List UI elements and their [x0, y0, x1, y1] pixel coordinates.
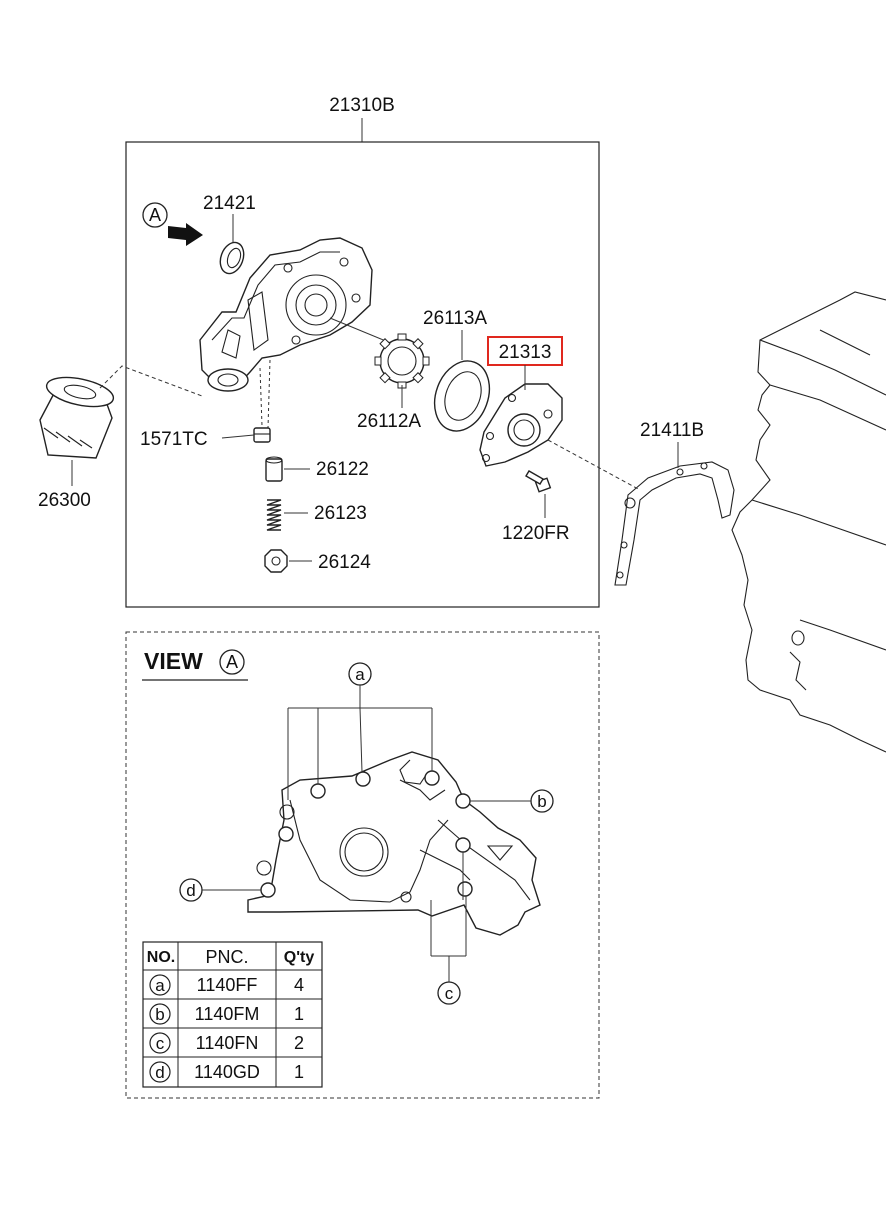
label-21421[interactable]: 21421	[203, 193, 256, 214]
label-21313[interactable]: 21313	[499, 342, 552, 363]
svg-text:a: a	[355, 665, 365, 684]
svg-text:b: b	[537, 792, 546, 811]
view-title-marker: A	[219, 649, 245, 675]
callout-d[interactable]: d	[179, 878, 203, 902]
plunger-26122[interactable]	[265, 456, 283, 482]
leader-1571TC	[221, 434, 255, 439]
filter-mount-dashline	[99, 365, 203, 397]
table-row-c-qty: 2	[294, 1033, 304, 1053]
view-a-marker[interactable]: A	[142, 202, 168, 228]
label-21411B[interactable]: 21411B	[640, 420, 704, 441]
assembly-box	[125, 141, 600, 608]
bolt-hole-b[interactable]	[455, 793, 471, 809]
table-row-c-no: c	[156, 1034, 165, 1053]
callout-a[interactable]: a	[348, 662, 372, 686]
spring-26123[interactable]	[266, 499, 282, 531]
table-row-a-pnc[interactable]: 1140FF	[197, 975, 258, 995]
table-header-qty: Q'ty	[284, 949, 315, 966]
callout-b[interactable]: b	[530, 789, 554, 813]
label-26124[interactable]: 26124	[318, 552, 371, 573]
table-row-b-no: b	[155, 1005, 164, 1024]
svg-text:A: A	[226, 652, 238, 672]
nut-26124[interactable]	[264, 549, 288, 573]
svg-text:c: c	[445, 984, 454, 1003]
table-header-no: NO.	[147, 949, 175, 966]
label-1220FR[interactable]: 1220FR	[502, 523, 570, 544]
pump-front-view[interactable]	[247, 751, 541, 936]
table-header-pnc: PNC.	[205, 947, 248, 967]
table-row-d-qty: 1	[294, 1062, 304, 1082]
view-title: VIEW	[144, 648, 203, 674]
table-row-b-qty: 1	[294, 1004, 304, 1024]
bolt-holes-a[interactable]	[278, 770, 440, 842]
leader-callout-c	[430, 852, 467, 982]
label-26113A[interactable]: 26113A	[423, 308, 487, 329]
svg-text:A: A	[149, 205, 161, 225]
view-a-box	[125, 631, 600, 1099]
plug-1571TC[interactable]	[253, 427, 271, 443]
oil-pump-housing[interactable]	[199, 237, 373, 392]
bolt-holes-c[interactable]	[455, 837, 473, 897]
inner-rotor-26112A[interactable]	[374, 333, 430, 389]
assembly-label[interactable]: 21310B	[329, 95, 395, 116]
table-row-d-no: d	[155, 1063, 164, 1082]
oil-filter-26300[interactable]	[39, 372, 116, 459]
view-direction-arrow-icon	[168, 223, 203, 246]
cover-to-gasket-dashline	[547, 439, 641, 491]
bolt-1220FR[interactable]	[525, 470, 552, 493]
table-row-b-pnc[interactable]: 1140FM	[195, 1004, 260, 1024]
table-row-a-qty: 4	[294, 975, 304, 995]
leader-housing-plug	[259, 367, 263, 427]
label-26123[interactable]: 26123	[314, 503, 367, 524]
gasket-21411B[interactable]	[614, 461, 735, 586]
label-26122[interactable]: 26122	[316, 459, 369, 480]
oil-seal-21421[interactable]	[216, 239, 248, 277]
callout-c[interactable]: c	[437, 981, 461, 1005]
bolt-table: NO. PNC. Q'ty a 1140FF 4 b 1140FM 1 c 11…	[142, 941, 323, 1088]
label-26300[interactable]: 26300	[38, 490, 91, 511]
leader-housing-relief	[267, 359, 271, 429]
engine-block-outline	[731, 291, 886, 753]
table-row-d-pnc[interactable]: 1140GD	[194, 1062, 260, 1082]
label-26112A[interactable]: 26112A	[357, 411, 421, 432]
leader-callout-a	[287, 685, 433, 800]
label-1571TC[interactable]: 1571TC	[140, 429, 208, 450]
outer-rotor-26113A[interactable]	[425, 353, 498, 438]
table-row-c-pnc[interactable]: 1140FN	[196, 1033, 259, 1053]
table-row-a-no: a	[155, 976, 165, 995]
svg-text:d: d	[186, 881, 195, 900]
pump-cover-21313[interactable]	[479, 383, 563, 467]
